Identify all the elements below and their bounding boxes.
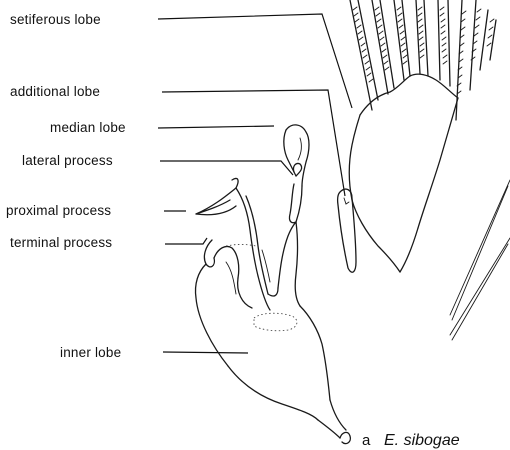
leader-additional-lobe [162, 90, 345, 196]
label-additional-lobe: additional lobe [10, 84, 100, 99]
inner-lobe-complex [195, 178, 350, 443]
additional-lobe [338, 189, 356, 272]
median-lobe [284, 125, 309, 223]
label-median-lobe: median lobe [50, 120, 126, 135]
label-inner-lobe: inner lobe [60, 345, 121, 360]
main-body [349, 74, 458, 272]
label-lateral-process: lateral process [22, 153, 113, 168]
caption-species: E. sibogae [384, 432, 460, 449]
right-bristles [450, 180, 510, 340]
leader-median-lobe [158, 126, 274, 128]
leader-setiferous-lobe [158, 14, 352, 108]
leader-inner-lobe [163, 352, 248, 353]
leader-lateral-process [160, 161, 293, 175]
caption-letter: a [362, 432, 371, 449]
label-terminal-process: terminal process [10, 235, 112, 250]
label-setiferous-lobe: setiferous lobe [10, 12, 101, 27]
label-proximal-process: proximal process [6, 203, 111, 218]
leader-lines [158, 14, 352, 353]
leader-terminal-process [165, 238, 207, 244]
